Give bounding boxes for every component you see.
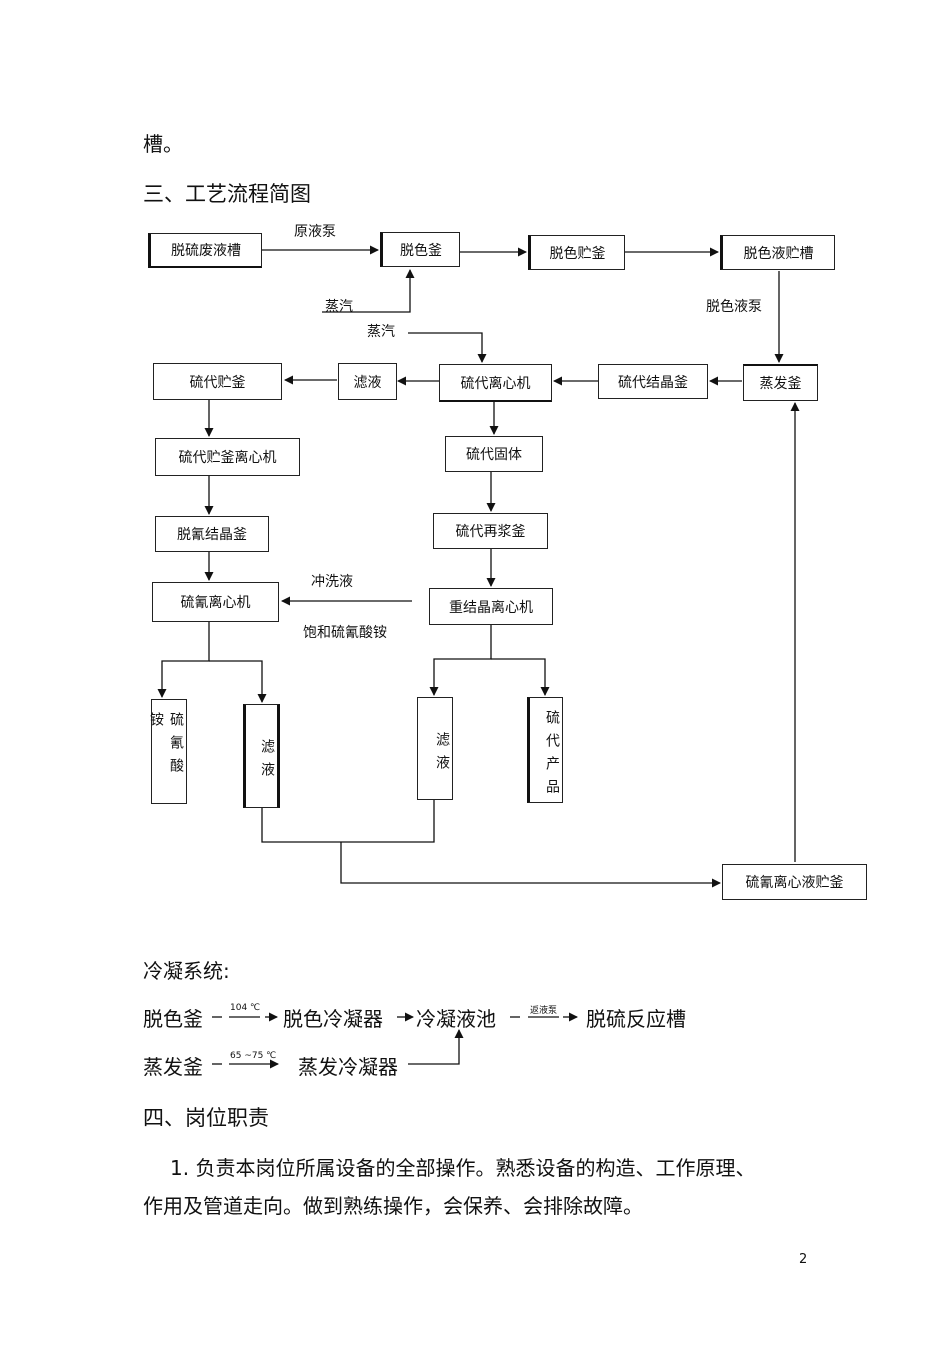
box-chongjiejing-lixin-ji: 重结晶离心机: [429, 588, 553, 625]
label-zhengqi-1: 蒸汽: [325, 299, 353, 315]
condense-title: 冷凝系统:: [143, 959, 230, 983]
box-liudai-jiejing-fu: 硫代结晶釜: [598, 364, 708, 399]
box-liudai-guti: 硫代固体: [445, 436, 543, 472]
intro-tail-text: 槽。: [143, 132, 183, 156]
box-tuoliu-feiye-cao: 脱硫废液槽: [148, 233, 262, 268]
box-liuqing-suan-an: 硫氰酸铵: [148, 699, 187, 804]
duty-1-line-1: 1. 负责本岗位所属设备的全部操作。熟悉设备的构造、工作原理、: [170, 1156, 756, 1180]
box-lvye-right: 滤液: [417, 697, 453, 800]
condense-row1-end: 脱硫反应槽: [586, 1007, 686, 1031]
condense-row2-mid: 蒸发冷凝器: [298, 1055, 398, 1079]
box-lvye-left: 滤液: [243, 704, 280, 808]
condense-row2-start: 蒸发釜: [143, 1055, 203, 1079]
box-lvye: 滤液: [338, 363, 397, 400]
box-tuose-ye-zhu-cao: 脱色液贮槽: [720, 235, 835, 270]
box-liuqing-lixin-ye-zhu-fu: 硫氰离心液贮釜: [722, 864, 867, 900]
box-tuoqing-jiejing-fu: 脱氰结晶釜: [155, 516, 269, 552]
condense-row1-pump: 返液泵: [530, 1006, 558, 1016]
condense-row1-start: 脱色釜: [143, 1007, 203, 1031]
section-3-title: 三、工艺流程简图: [143, 182, 311, 206]
box-tuose-fu: 脱色釜: [380, 232, 460, 267]
condense-row1-mid: 脱色冷凝器: [283, 1007, 383, 1031]
page-number: 2: [799, 1252, 808, 1267]
box-liuqing-lixin-ji: 硫氰离心机: [152, 582, 279, 622]
box-tuose-zhu-fu: 脱色贮釜: [528, 235, 625, 270]
label-chongxi-ye: 冲洗液: [311, 574, 353, 590]
condense-row1-temp: 104 ℃: [230, 1003, 261, 1013]
box-liudai-chanpin: 硫代产品: [527, 697, 563, 803]
label-baohe-liuqing-suan-an: 饱和硫氰酸铵: [303, 625, 387, 641]
label-zhengqi-2: 蒸汽: [367, 324, 395, 340]
condense-row1-pool: 冷凝液池: [416, 1007, 496, 1031]
box-liudai-zhu-fu: 硫代贮釜: [153, 363, 282, 400]
duty-1-line-2: 作用及管道走向。做到熟练操作，会保养、会排除故障。: [143, 1194, 643, 1218]
label-tuose-ye-beng: 脱色液泵: [706, 299, 762, 315]
box-liudai-zhu-fu-lixin-ji: 硫代贮釜离心机: [155, 438, 300, 476]
label-yuanye-beng: 原液泵: [294, 224, 336, 240]
condense-row2-temp: 65 ~75 ℃: [230, 1051, 277, 1061]
box-zhengfa-fu: 蒸发釜: [743, 364, 818, 401]
section-4-title: 四、岗位职责: [143, 1106, 269, 1130]
box-liudai-zaijiang-fu: 硫代再浆釜: [433, 513, 548, 549]
box-liudai-lixin-ji: 硫代离心机: [439, 364, 552, 402]
